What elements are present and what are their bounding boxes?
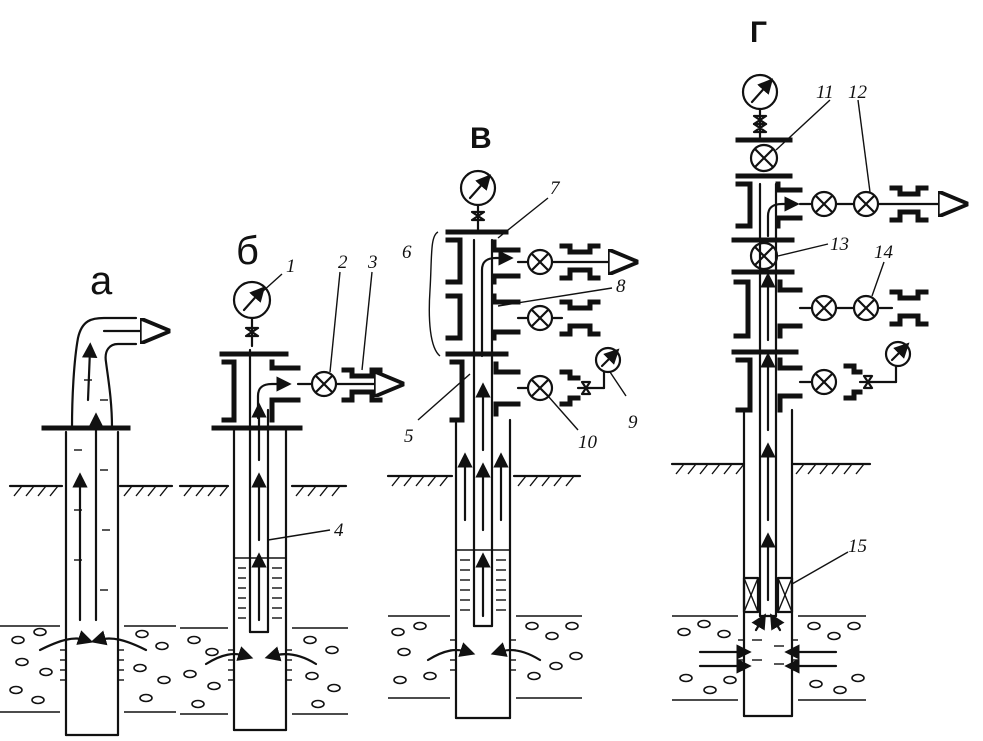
callout-12: 12 — [848, 82, 868, 103]
perforations — [60, 649, 124, 681]
valve-upper — [516, 243, 636, 281]
callout-13: 13 — [830, 234, 849, 255]
reservoir-rock — [388, 615, 583, 699]
callout-11: 11 — [816, 82, 834, 103]
panel-v: В — [386, 122, 638, 720]
callout-3: 3 — [367, 252, 378, 273]
fluid-dashes — [74, 379, 110, 591]
panel-v-label: В — [470, 122, 492, 155]
ground-surface — [386, 474, 582, 487]
casing — [211, 425, 303, 732]
ground-surface — [8, 484, 174, 497]
valve-13 — [749, 241, 779, 271]
packer-15 — [742, 576, 794, 614]
perforations — [738, 639, 798, 671]
pressure-gauge — [459, 169, 497, 232]
panel-a-label: а — [90, 259, 113, 303]
callout-6: 6 — [402, 242, 412, 263]
callout-leaders — [261, 271, 373, 541]
pressure-gauge — [741, 73, 779, 140]
wellhead — [219, 351, 301, 423]
callout-10: 10 — [578, 432, 598, 453]
flow-arrows — [204, 402, 318, 666]
reservoir-rock — [0, 625, 176, 713]
casing — [454, 418, 512, 720]
liquid-column — [234, 557, 286, 619]
callout-14: 14 — [874, 242, 894, 263]
choke-3 — [334, 367, 402, 403]
valve-14-line — [798, 289, 929, 327]
ground-surface — [670, 462, 872, 475]
wellhead — [731, 137, 803, 413]
reservoir-rock — [672, 615, 866, 701]
liquid-column — [456, 549, 510, 611]
casing — [41, 316, 138, 737]
perforations — [450, 639, 516, 671]
flow-arrows — [426, 382, 542, 662]
valve-11 — [749, 143, 779, 173]
valve-2 — [296, 370, 338, 398]
panel-b: б — [178, 229, 402, 732]
pressure-gauge-1 — [232, 280, 272, 348]
callout-7: 7 — [550, 178, 561, 199]
annulus-valve-line — [798, 340, 912, 401]
callout-15: 15 — [848, 536, 867, 557]
panel-a: а — [0, 259, 176, 737]
callout-leaders — [775, 99, 885, 585]
flow-arrows — [38, 342, 148, 652]
valve-12-line — [798, 185, 966, 223]
callout-9: 9 — [628, 412, 638, 433]
panel-g: Г — [670, 16, 966, 718]
callout-1: 1 — [286, 256, 296, 277]
valve-middle — [516, 299, 601, 337]
tubing — [248, 348, 270, 634]
callout-8: 8 — [616, 276, 626, 297]
flow-arrows — [698, 272, 838, 674]
panel-g-label: Г — [750, 16, 767, 49]
pressure-gauge-9 — [594, 346, 622, 374]
wellhead — [445, 229, 521, 423]
callout-5: 5 — [404, 426, 414, 447]
valve-10 — [516, 369, 606, 407]
panel-b-label: б — [236, 229, 259, 273]
callout-leaders — [417, 197, 627, 431]
callout-2: 2 — [338, 252, 348, 273]
perforations — [228, 649, 292, 681]
callout-4: 4 — [334, 520, 344, 541]
reservoir-rock — [180, 627, 348, 715]
ground-surface — [178, 484, 348, 497]
